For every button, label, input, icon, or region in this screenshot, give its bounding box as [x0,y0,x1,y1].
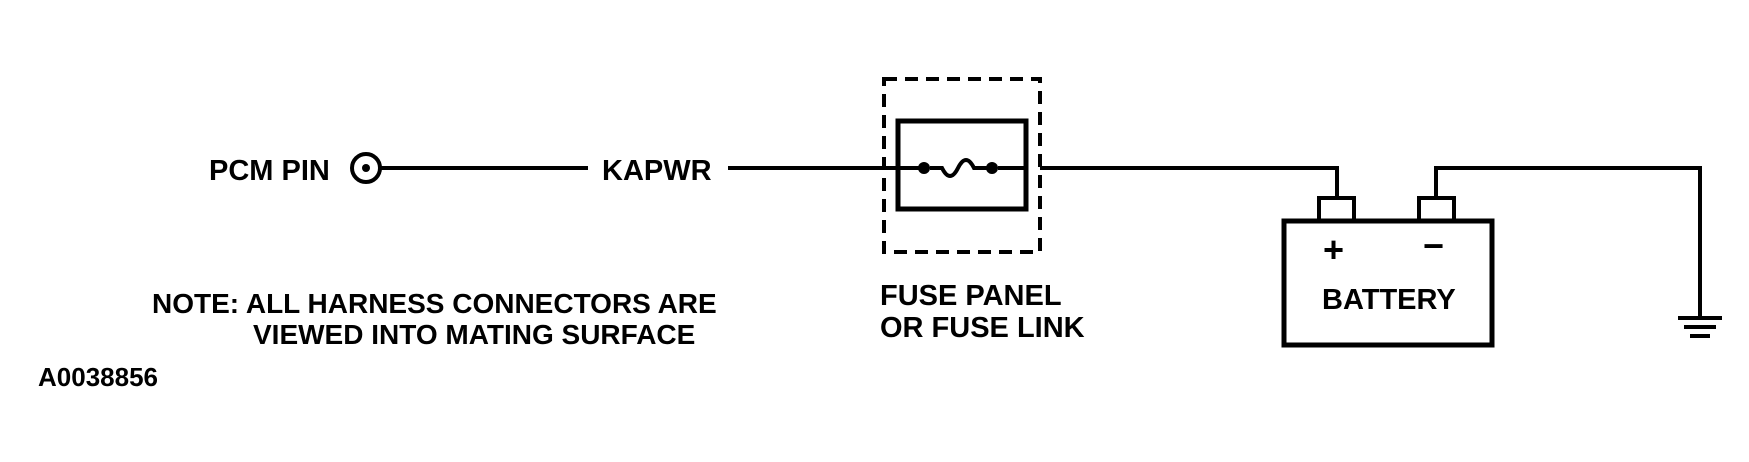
kapwr-circuit-label: KAPWR [602,155,712,187]
ground-icon [1678,316,1722,338]
fuse-box [895,118,1029,212]
fuse-panel-label-line1: FUSE PANEL [880,280,1062,312]
fuse-icon [898,158,1026,178]
pcm-pin-label: PCM PIN [209,155,330,187]
wire-battery-negative-to-ground [1434,166,1702,318]
note-line-1: NOTE: ALL HARNESS CONNECTORS ARE [152,288,717,319]
battery-label: BATTERY [1322,284,1456,316]
battery-positive-sign: + [1323,229,1344,270]
wire-fuse-to-battery-positive [1040,166,1339,198]
pcm-pin-connector-icon [350,152,382,184]
fuse-panel-label-line2: OR FUSE LINK [880,312,1085,344]
battery-negative-sign: − [1423,225,1444,266]
battery-icon [1281,196,1495,348]
note-line-2: VIEWED INTO MATING SURFACE [253,319,695,350]
figure-id: A0038856 [38,362,158,392]
fuse-panel-boundary [882,77,1042,254]
